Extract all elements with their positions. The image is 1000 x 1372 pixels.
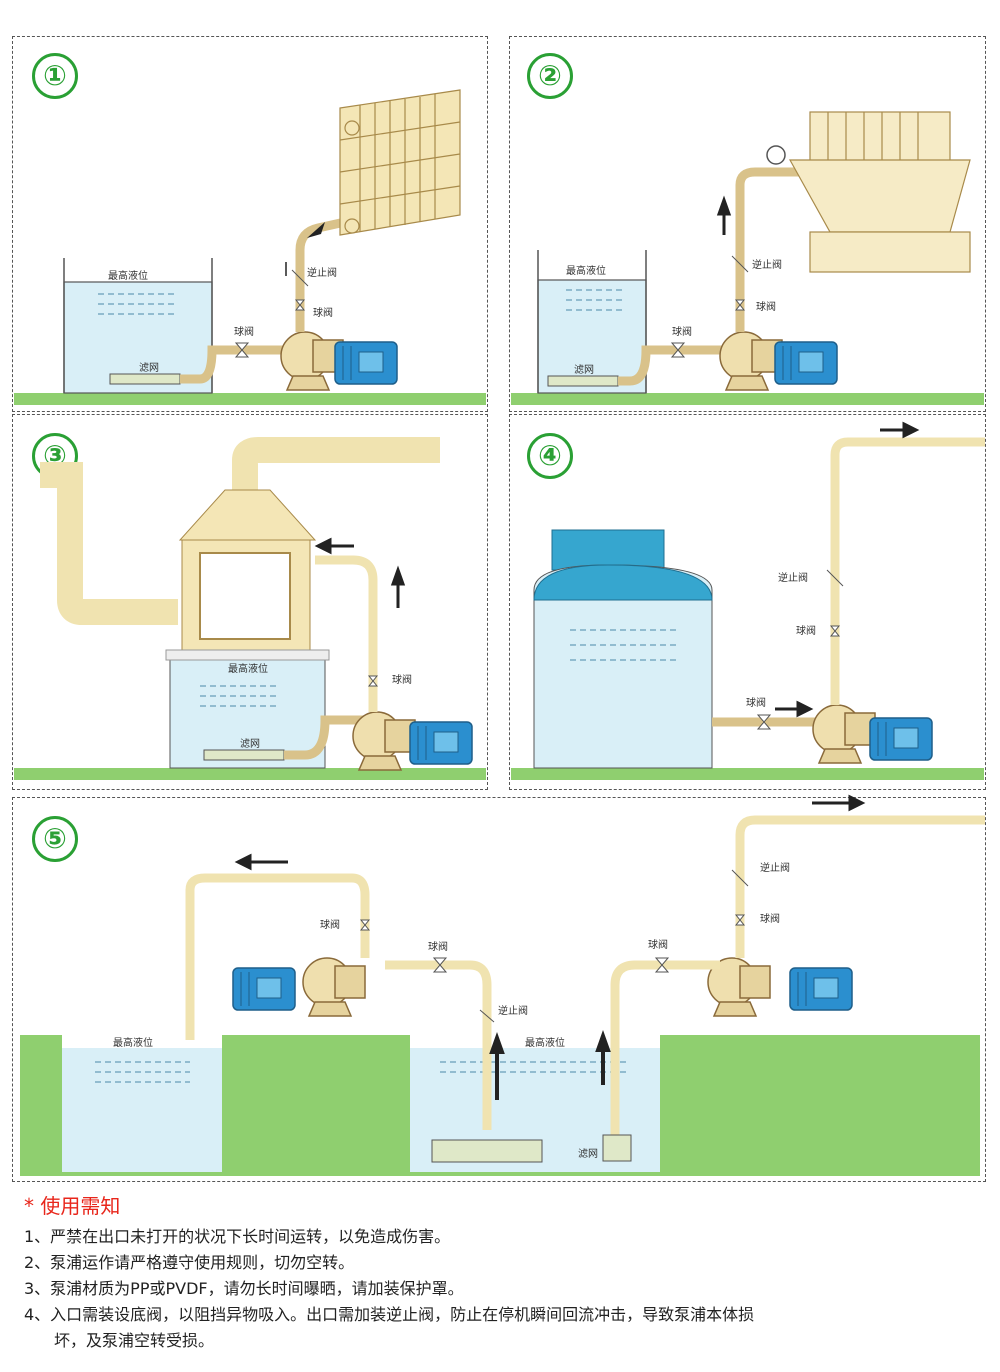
p2-ball-valve-in-label: 球阀 — [672, 325, 692, 338]
p2-check-valve-label: 逆止阀 — [752, 258, 782, 271]
note-item-2: 2、泵浦运作请严格遵守使用规则，切勿空转。 — [24, 1253, 355, 1272]
p5-filter-label: 滤网 — [578, 1147, 598, 1160]
p5-ball-valve-b-label: 球阀 — [428, 940, 448, 953]
notes-title: * 使用需知 — [24, 1194, 121, 1218]
p1-ball-valve-in-label: 球阀 — [234, 325, 254, 338]
p3-ball-valve-out-label: 球阀 — [392, 673, 412, 686]
p1-ball-valve-out-label: 球阀 — [313, 306, 333, 319]
note-item-1: 1、严禁在出口未打开的状况下长时间运转，以免造成伤害。 — [24, 1227, 451, 1246]
p1-check-valve-label: 逆止阀 — [307, 266, 337, 279]
note-item-4: 4、入口需装设底阀，以阻挡异物吸入。出口需加装逆止阀，防止在停机瞬间回流冲击，导… — [24, 1305, 755, 1324]
illustrations: 最高液位 滤网 球阀 球阀 逆止阀 最高液位 滤网 球阀 — [14, 89, 985, 1176]
p4-ball-valve-in-label: 球阀 — [746, 696, 766, 709]
p2-filter-label: 滤网 — [574, 363, 594, 376]
p4-check-valve-label: 逆止阀 — [778, 571, 808, 584]
panel-number-5: ⑤ — [32, 816, 78, 862]
panel-3-drawing: 最高液位 滤网 球阀 — [14, 437, 486, 780]
panel-3 — [12, 414, 488, 790]
panel-5-drawing: 最高液位 最高液位 球阀 球阀 球阀 球阀 逆止阀 逆止阀 滤网 — [20, 794, 985, 1176]
p5-check-valve-a-label: 逆止阀 — [498, 1004, 528, 1017]
p5-max-level-right-label: 最高液位 — [525, 1036, 565, 1049]
panel-number-4: ④ — [527, 433, 573, 479]
p5-ball-valve-c-label: 球阀 — [648, 938, 668, 951]
panel-2 — [509, 36, 986, 412]
panel-1 — [12, 36, 488, 412]
p2-ball-valve-out-label: 球阀 — [756, 300, 776, 313]
p3-filter-label: 滤网 — [240, 737, 260, 750]
panel-4 — [509, 414, 986, 790]
p5-check-valve-b-label: 逆止阀 — [760, 861, 790, 874]
panel-5 — [12, 797, 986, 1182]
p5-max-level-left-label: 最高液位 — [113, 1036, 153, 1049]
p1-max-level-label: 最高液位 — [108, 269, 148, 282]
panel-4-drawing: 球阀 球阀 逆止阀 — [511, 421, 985, 780]
panel-number-1: ① — [32, 53, 78, 99]
p5-ball-valve-a-label: 球阀 — [320, 918, 340, 931]
p4-ball-valve-out-label: 球阀 — [796, 624, 816, 637]
panel-number-2: ② — [527, 53, 573, 99]
p1-filter-label: 滤网 — [139, 361, 159, 374]
p3-max-level-label: 最高液位 — [228, 662, 268, 675]
p5-ball-valve-d-label: 球阀 — [760, 912, 780, 925]
panel-1-drawing: 最高液位 滤网 球阀 球阀 逆止阀 — [14, 89, 486, 405]
p2-max-level-label: 最高液位 — [566, 264, 606, 277]
note-item-4-cont: 坏，及泵浦空转受损。 — [54, 1331, 215, 1350]
usage-notes: * 使用需知 1、严禁在出口未打开的状况下长时间运转，以免造成伤害。 2、泵浦运… — [24, 1192, 984, 1354]
note-item-3: 3、泵浦材质为PP或PVDF，请勿长时间曝晒，请加装保护罩。 — [24, 1279, 464, 1298]
panel-2-drawing: 最高液位 滤网 球阀 球阀 逆止阀 — [511, 111, 984, 405]
